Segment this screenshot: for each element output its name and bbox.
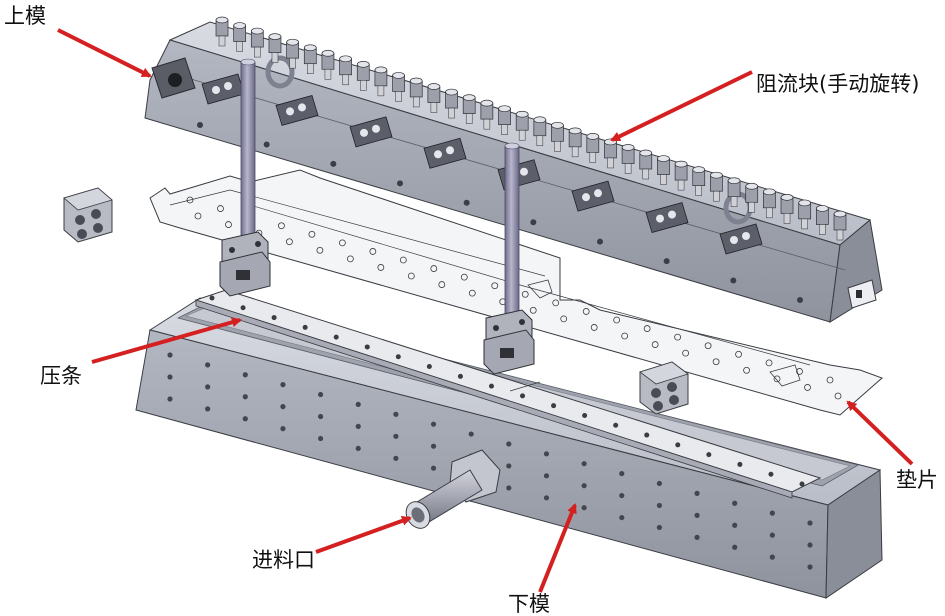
label-inlet: 进料口 — [252, 548, 315, 572]
bolt-head — [657, 155, 670, 185]
restrictor-block — [349, 116, 393, 148]
rod-clamp-right — [483, 309, 535, 375]
bolt-head — [586, 133, 600, 163]
bolt-head — [321, 49, 335, 80]
restrictor-block — [423, 137, 467, 169]
bolt-head — [498, 105, 511, 135]
guide-rod-left — [219, 58, 271, 297]
bolt-head — [250, 27, 264, 58]
arrow-lower-die — [538, 503, 577, 593]
label-restrictor-block: 阻流块(手动旋转) — [756, 72, 920, 96]
restrictor-block — [201, 73, 245, 105]
bolt-head — [533, 116, 547, 147]
bolt-head — [568, 127, 582, 158]
label-lower-die: 下模 — [508, 592, 550, 616]
bolt-head — [621, 144, 635, 174]
arrow-shim — [846, 400, 914, 466]
bolt-head — [409, 77, 423, 108]
restrictor-block — [571, 180, 615, 212]
lower-die-holes — [167, 352, 813, 570]
upper-die-holes — [197, 122, 803, 303]
bolt-head — [339, 55, 352, 86]
bolt-head — [303, 44, 317, 74]
bolt-head — [445, 88, 458, 119]
label-clamp-strip: 压条 — [40, 364, 82, 388]
spacer-block-left — [63, 187, 113, 243]
arrow-clamp-strip — [91, 317, 242, 364]
upper-die — [144, 16, 883, 323]
label-shim: 垫片 — [896, 468, 938, 492]
inlet-pipe — [405, 449, 501, 529]
restrictor-block — [719, 223, 763, 255]
label-upper-die: 上模 — [4, 4, 46, 28]
bolt-head — [798, 199, 812, 230]
bolt-head — [480, 99, 494, 130]
bolt-head — [833, 210, 847, 241]
bolt-head — [462, 94, 476, 124]
bolt-head — [551, 121, 564, 152]
upper-die-bolt-row — [215, 16, 847, 241]
bolt-head — [763, 188, 776, 219]
bolt-head — [674, 160, 688, 191]
restrictor-block — [275, 94, 319, 126]
bolt-head — [727, 177, 741, 207]
clamp-strip-holes — [209, 295, 805, 487]
rod-clamp-left — [219, 231, 271, 297]
bolt-head — [392, 72, 405, 102]
bolt-head — [356, 60, 370, 91]
restrictor-block-row — [201, 73, 763, 255]
arrow-inlet — [315, 516, 412, 554]
bolt-head — [427, 83, 441, 113]
clamp-strip — [194, 289, 822, 499]
bolt-head — [374, 66, 388, 97]
guide-rod-right — [483, 142, 535, 375]
leader-arrows — [57, 28, 914, 593]
bolt-head — [215, 16, 229, 47]
bolt-head — [745, 182, 759, 213]
bolt-head — [815, 205, 829, 235]
bolt-head — [515, 110, 529, 141]
bolt-head — [710, 171, 723, 202]
arrow-restrictor-block — [610, 70, 753, 142]
bolt-head — [692, 166, 706, 196]
bolt-head — [233, 22, 247, 52]
spacer-block-right — [639, 361, 689, 415]
bolt-head — [286, 38, 299, 69]
bolt-head — [639, 149, 653, 180]
arrow-upper-die — [57, 28, 152, 78]
restrictor-block — [645, 202, 689, 234]
bolt-head — [268, 33, 282, 63]
bolt-head — [780, 194, 794, 224]
